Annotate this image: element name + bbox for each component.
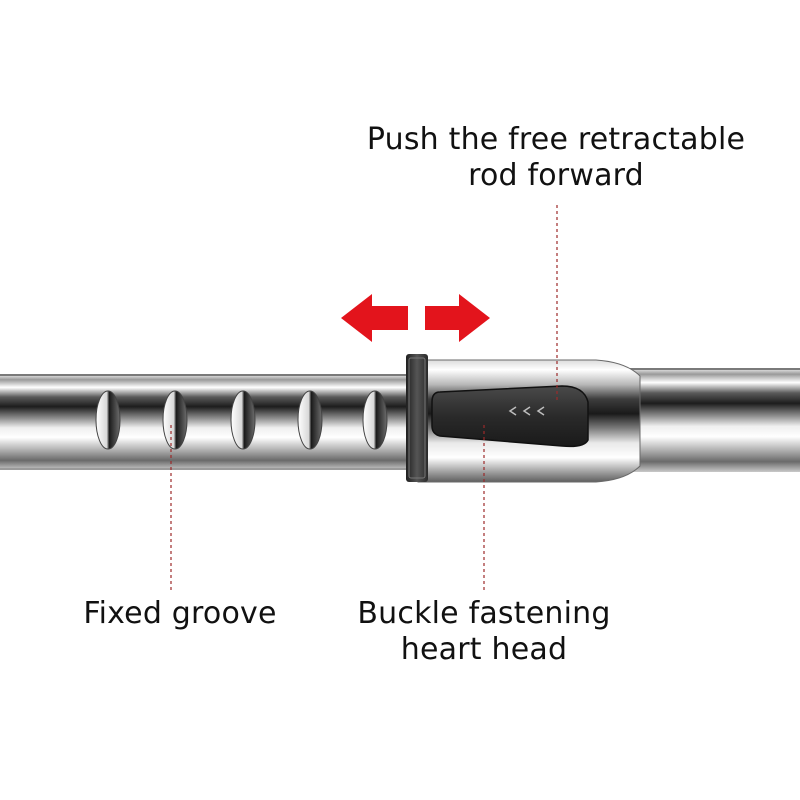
label-fixed-groove: Fixed groove — [40, 596, 320, 632]
end-collar — [406, 354, 428, 482]
arrow-right-icon — [425, 294, 490, 342]
chevrons-left-icon — [508, 406, 545, 416]
label-buckle-line2: heart head — [400, 632, 568, 667]
inner-tube — [0, 374, 416, 470]
label-push-rod: Push the free retractable rod forward — [330, 122, 782, 194]
fixed-grooves — [95, 390, 388, 450]
leader-lines — [170, 205, 558, 590]
label-buckle-line1: Buckle fastening — [357, 596, 611, 631]
label-push-line1: Push the free retractable — [366, 122, 746, 157]
label-buckle-head: Buckle fastening heart head — [330, 596, 638, 668]
arrow-left-icon — [341, 294, 408, 342]
groove-4 — [297, 390, 323, 450]
buckle-button[interactable] — [431, 385, 589, 448]
label-push-line2: rod forward — [468, 158, 644, 193]
groove-3 — [230, 390, 256, 450]
label-groove-text: Fixed groove — [83, 596, 277, 631]
groove-2 — [162, 390, 188, 450]
groove-1 — [95, 390, 121, 450]
groove-5 — [362, 390, 388, 450]
